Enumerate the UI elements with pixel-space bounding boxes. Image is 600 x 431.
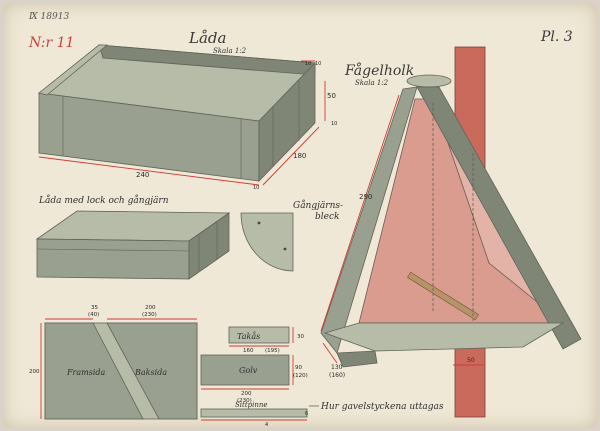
floor-part bbox=[200, 354, 290, 386]
roof-dim-height: 30 bbox=[297, 334, 304, 340]
floor-label: Golv bbox=[239, 366, 258, 375]
fagelholk-perch-dim: 50 bbox=[467, 357, 475, 364]
hinge-caption-line2: bleck bbox=[315, 212, 339, 222]
floor-dim-width: 200 bbox=[241, 391, 252, 397]
roof-ridge-part bbox=[228, 326, 290, 344]
roof-ridge-label: Takås bbox=[237, 332, 260, 341]
fagelholk-title: Fågelholk bbox=[344, 62, 414, 79]
gable-front-label: Framsida bbox=[66, 368, 106, 377]
hinge-caption-line1: Gångjärns- bbox=[293, 199, 343, 211]
plate-number: N:r 11 bbox=[28, 35, 74, 51]
lada-thickness-dim-bottom: 10 bbox=[253, 185, 259, 191]
gable-sheet bbox=[44, 322, 198, 420]
perch-dim-side: 4 bbox=[265, 422, 268, 428]
gable-front-piece bbox=[44, 322, 144, 420]
gable-dim-left: 200 bbox=[29, 369, 40, 375]
perch-stick bbox=[407, 271, 479, 321]
gable-back-piece bbox=[106, 322, 198, 420]
fagelholk-height-dim: 290 bbox=[359, 193, 372, 201]
roof-dim-width: 160 bbox=[243, 348, 254, 354]
fagelholk-base-dim-alt: (160) bbox=[329, 372, 345, 379]
lada-lock-box bbox=[35, 210, 231, 280]
lada-lock-caption: Låda med lock och gångjärn bbox=[38, 194, 169, 206]
perch-part bbox=[200, 408, 308, 418]
roof-right bbox=[416, 86, 582, 350]
fagelholk-base-line bbox=[322, 342, 338, 364]
lada-dimension-lines bbox=[38, 60, 326, 186]
footnote-caption: Hur gavelstyckena uttagas bbox=[320, 402, 444, 412]
plate-drawing: Ⅸ 18913 N:r 11 Pl. 3 Låda Skala 1:2 240 … bbox=[28, 12, 582, 428]
lada-scale: Skala 1:2 bbox=[213, 47, 247, 55]
lada-box bbox=[38, 44, 316, 182]
gable-dim-top-left-alt: (40) bbox=[88, 312, 99, 318]
lada-left-edge bbox=[38, 44, 109, 96]
lada-title: Låda bbox=[188, 29, 226, 47]
perch-dim: 6 bbox=[305, 411, 308, 417]
lada-depth-dim: 180 bbox=[293, 152, 306, 160]
catalog-stamp: Ⅸ 18913 bbox=[28, 12, 69, 22]
lada-lock-front bbox=[36, 238, 190, 280]
lada-thickness-dim-a: 10 bbox=[305, 61, 311, 67]
fagelholk-house bbox=[320, 46, 582, 418]
fagelholk-base-dim: 130 bbox=[331, 364, 343, 371]
gable-dim-top-right-alt: (230) bbox=[142, 312, 157, 318]
floor-edge bbox=[336, 350, 378, 368]
roof-dim-width-alt: (195) bbox=[265, 348, 280, 354]
floor-dim-width-alt: (230) bbox=[237, 398, 252, 404]
floor-dim-height-alt: (120) bbox=[293, 373, 308, 379]
gable-back-label: Baksida bbox=[134, 368, 167, 377]
lada-height-dim: 50 bbox=[327, 92, 336, 100]
floor-dim-height: 90 bbox=[295, 365, 302, 371]
plate-label: Pl. 3 bbox=[540, 29, 573, 45]
roof-ridge bbox=[406, 74, 452, 88]
perch-label: Sittpinne bbox=[235, 401, 268, 409]
lada-thickness-dim-right: 10 bbox=[331, 121, 337, 127]
drawing-sheet: Ⅸ 18913 N:r 11 Pl. 3 Låda Skala 1:2 240 … bbox=[3, 3, 597, 428]
hinge-plate bbox=[240, 212, 294, 272]
house-floor bbox=[323, 322, 565, 352]
gable-dim-top-right: 200 bbox=[145, 305, 156, 311]
lada-thickness-dim-b: 10 bbox=[315, 61, 321, 67]
lada-length-dim: 240 bbox=[136, 171, 149, 179]
fagelholk-scale: Skala 1:2 bbox=[355, 79, 389, 87]
fagelholk-height-line bbox=[320, 94, 400, 332]
gable-dim-top-left: 35 bbox=[91, 305, 98, 311]
